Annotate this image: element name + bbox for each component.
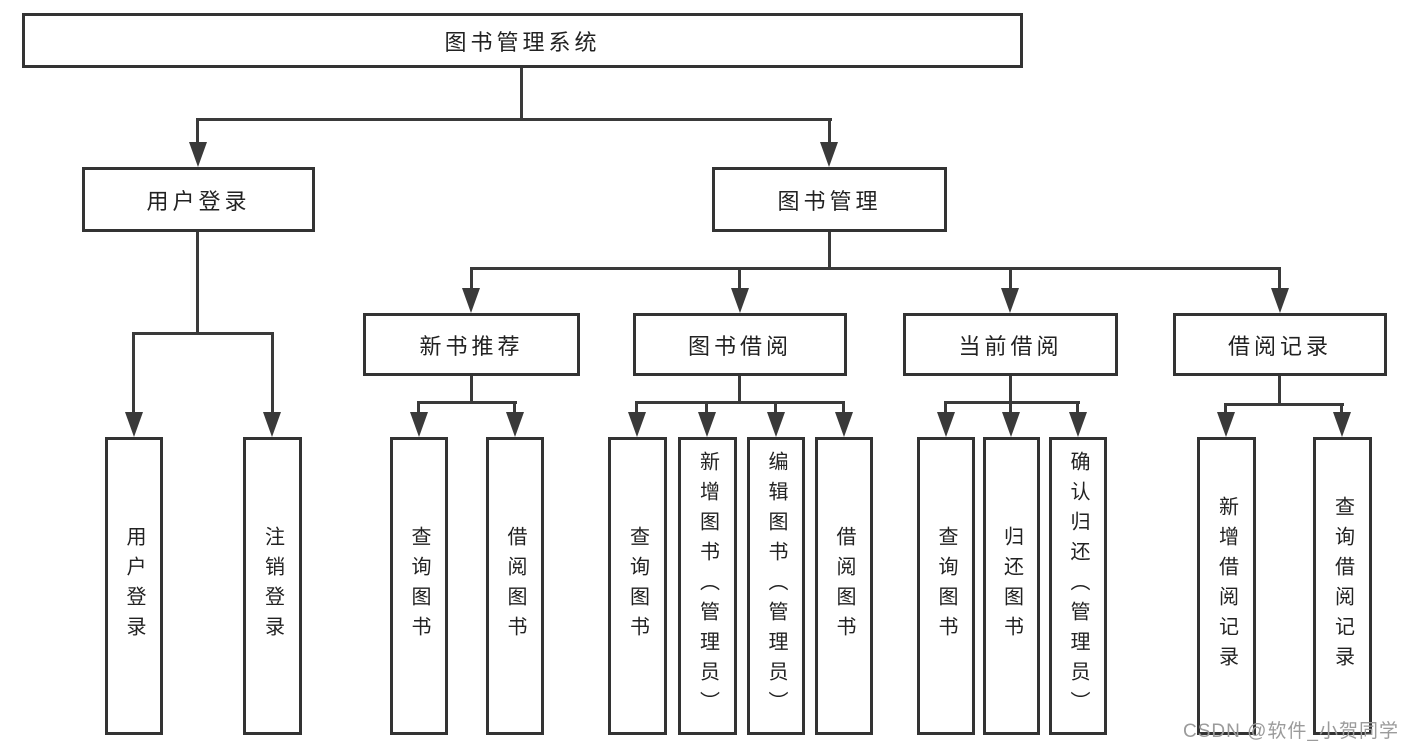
arrow-down-icon: [698, 412, 716, 437]
connector-leaf-stem: [132, 332, 135, 413]
leaf-borrow-add-books-admin-label: 新增图书（管理员）: [696, 451, 719, 721]
node-current-borrow: 当前借阅: [903, 313, 1118, 376]
csdn-watermark: CSDN @软件_小贺同学: [1183, 721, 1399, 742]
leaf-current-return-books: 归还图书: [983, 437, 1040, 735]
leaf-record-query-record-label: 查询借阅记录: [1331, 496, 1354, 676]
connector-book-borrow-stub: [738, 376, 741, 404]
connector-current-borrow-rail: [944, 401, 1080, 404]
node-user-login-label: 用户登录: [146, 188, 251, 214]
connector-book-management-stem: [828, 118, 831, 146]
connector-level2-stem: [1009, 267, 1012, 291]
arrow-down-icon: [1217, 412, 1235, 437]
arrow-down-icon: [125, 412, 143, 437]
connector-leaf-stem: [1224, 403, 1227, 414]
connector-level2-stem: [470, 267, 473, 291]
node-root: 图书管理系统: [22, 13, 1023, 68]
arrow-down-icon: [1002, 412, 1020, 437]
leaf-borrow-edit-books-admin: 编辑图书（管理员）: [747, 437, 805, 735]
connector-leaf-stem: [1076, 401, 1079, 414]
leaf-current-confirm-return-admin-label: 确认归还（管理员）: [1067, 451, 1089, 721]
connector-user-login-stem: [196, 118, 199, 146]
arrow-down-icon: [189, 142, 207, 167]
connector-user-login-rail: [133, 332, 274, 335]
arrow-down-icon: [1001, 288, 1019, 313]
connector-leaf-stem: [1340, 403, 1343, 414]
arrow-down-icon: [820, 142, 838, 167]
node-root-label: 图书管理系统: [444, 29, 601, 55]
arrow-down-icon: [1271, 288, 1289, 313]
node-new-book-recommend: 新书推荐: [363, 313, 580, 376]
arrow-down-icon: [767, 412, 785, 437]
leaf-borrow-edit-books-admin-label: 编辑图书（管理员）: [765, 451, 787, 721]
leaf-logout-login-label: 注销登录: [261, 526, 284, 646]
connector-level2-stem: [738, 267, 741, 291]
connector-level2-rail: [470, 267, 1281, 270]
leaf-recommend-query-books-label: 查询图书: [408, 526, 430, 646]
leaf-current-query-books: 查询图书: [917, 437, 975, 735]
connector-recommend-rail: [417, 401, 517, 404]
leaf-recommend-borrow-books: 借阅图书: [486, 437, 544, 735]
node-book-borrow: 图书借阅: [633, 313, 847, 376]
connector-recommend-stub: [470, 376, 473, 404]
leaf-borrow-borrow-books-label: 借阅图书: [833, 526, 855, 646]
leaf-borrow-query-books-label: 查询图书: [626, 526, 649, 646]
arrow-down-icon: [462, 288, 480, 313]
connector-leaf-stem: [705, 401, 708, 414]
arrow-down-icon: [1069, 412, 1087, 437]
arrow-down-icon: [410, 412, 428, 437]
connector-borrow-record-rail: [1224, 403, 1344, 406]
connector-level1-rail: [196, 118, 832, 121]
leaf-logout-login: 注销登录: [243, 437, 302, 735]
leaf-record-add-record: 新增借阅记录: [1197, 437, 1256, 735]
leaf-borrow-borrow-books: 借阅图书: [815, 437, 873, 735]
arrow-down-icon: [263, 412, 281, 437]
connector-leaf-stem: [944, 401, 947, 414]
connector-leaf-stem: [417, 401, 420, 414]
connector-leaf-stem: [271, 332, 274, 413]
node-borrow-record-label: 借阅记录: [1227, 333, 1332, 359]
leaf-current-return-books-label: 归还图书: [1000, 526, 1023, 646]
connector-root-stub: [520, 68, 523, 121]
node-book-management: 图书管理: [712, 167, 947, 232]
leaf-recommend-query-books: 查询图书: [390, 437, 448, 735]
leaf-recommend-borrow-books-label: 借阅图书: [504, 526, 526, 646]
node-current-borrow-label: 当前借阅: [958, 333, 1063, 359]
connector-leaf-stem: [774, 401, 777, 414]
connector-leaf-stem: [513, 401, 516, 414]
leaf-borrow-query-books: 查询图书: [608, 437, 667, 735]
arrow-down-icon: [628, 412, 646, 437]
node-user-login: 用户登录: [82, 167, 315, 232]
arrow-down-icon: [937, 412, 955, 437]
connector-book-management-stub: [828, 232, 831, 270]
leaf-borrow-add-books-admin: 新增图书（管理员）: [678, 437, 737, 735]
leaf-current-confirm-return-admin: 确认归还（管理员）: [1049, 437, 1107, 735]
node-book-management-label: 图书管理: [777, 188, 882, 214]
connector-user-login-stub: [196, 232, 199, 335]
connector-borrow-record-stub: [1278, 376, 1281, 406]
leaf-record-add-record-label: 新增借阅记录: [1215, 496, 1238, 676]
connector-leaf-stem: [1009, 401, 1012, 414]
connector-current-borrow-stub: [1009, 376, 1012, 404]
connector-book-borrow-rail: [635, 401, 845, 404]
connector-leaf-stem: [842, 401, 845, 414]
leaf-record-query-record: 查询借阅记录: [1313, 437, 1372, 735]
node-book-borrow-label: 图书借阅: [687, 333, 792, 359]
connector-level2-stem: [1278, 267, 1281, 291]
arrow-down-icon: [731, 288, 749, 313]
leaf-current-query-books-label: 查询图书: [935, 526, 957, 646]
node-borrow-record: 借阅记录: [1173, 313, 1387, 376]
arrow-down-icon: [835, 412, 853, 437]
leaf-user-login-label: 用户登录: [123, 526, 145, 646]
arrow-down-icon: [1333, 412, 1351, 437]
connector-leaf-stem: [635, 401, 638, 414]
node-new-book-recommend-label: 新书推荐: [419, 333, 524, 359]
leaf-user-login: 用户登录: [105, 437, 163, 735]
arrow-down-icon: [506, 412, 524, 437]
